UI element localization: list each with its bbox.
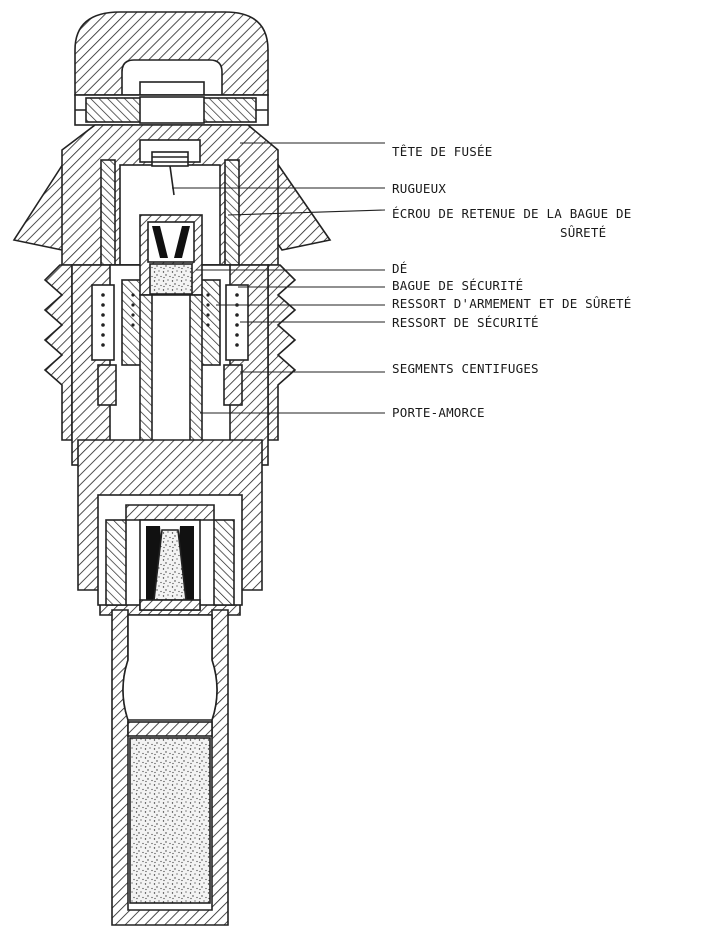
label-de: DÉ <box>392 261 407 276</box>
inner-spring-dots <box>131 293 210 327</box>
left-spring <box>101 293 105 347</box>
left-spring-cavity <box>91 284 115 361</box>
right-spring <box>235 293 239 347</box>
lower-body <box>77 439 263 616</box>
label-rugueux: RUGUEUX <box>392 181 446 196</box>
label-ecrou-line2: SÛRETÉ <box>560 225 606 240</box>
right-centrifugal-segments <box>223 364 243 406</box>
fuse-head <box>74 11 269 126</box>
callout-labels: TÊTE DE FUSÉE RUGUEUX ÉCROU DE RETENUE D… <box>392 144 632 420</box>
label-tete-de-fusee: TÊTE DE FUSÉE <box>392 144 492 159</box>
booster-charge <box>129 737 211 904</box>
left-centrifugal-segments <box>97 364 117 406</box>
upper-body <box>12 124 332 266</box>
label-porte-amorce: PORTE-AMORCE <box>392 405 485 420</box>
label-ressort-armement: RESSORT D'ARMEMENT ET DE SÛRETÉ <box>392 296 632 311</box>
booster-tube <box>111 609 229 926</box>
label-bague-de-securite: BAGUE DE SÉCURITÉ <box>392 278 523 293</box>
detonator-block <box>139 214 203 296</box>
leader-lines <box>172 142 386 414</box>
label-ecrou-line1: ÉCROU DE RETENUE DE LA BAGUE DE <box>392 206 632 221</box>
label-ressort-securite: RESSORT DE SÉCURITÉ <box>392 315 539 330</box>
label-segments-centrifuges: SEGMENTS CENTIFUGES <box>392 361 539 376</box>
